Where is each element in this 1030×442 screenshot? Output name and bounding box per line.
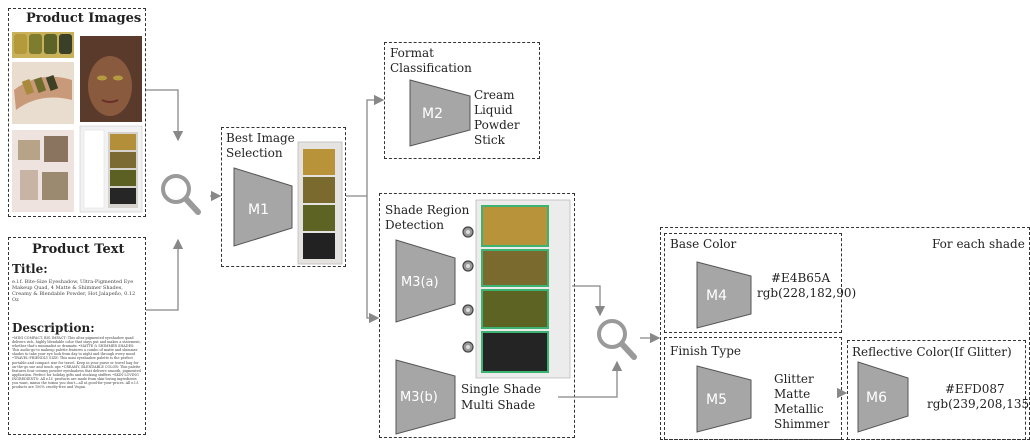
model-m3a-label: M3(a): [401, 275, 439, 290]
magnifier-icon: [597, 319, 637, 360]
description-body: •MINI COMPACT, BIG IMPACT: This ultra-pi…: [12, 336, 141, 390]
shade-marker-icon: [462, 226, 474, 238]
title-label: Title:: [12, 262, 48, 276]
model-m6-label: M6: [866, 390, 887, 406]
model-m6: M6: [857, 361, 909, 433]
finish-class-shimmer: Shimmer: [774, 417, 830, 431]
product-images-title: Product Images: [26, 11, 142, 26]
best-image-box: [221, 127, 346, 267]
shade-class-single: Single Shade: [461, 382, 542, 396]
model-m1-label: M1: [248, 202, 269, 218]
magnifier-icon: [161, 174, 201, 215]
finish-class-metallic: Metallic: [774, 402, 824, 416]
reflective-color-hex: #EFD087: [945, 382, 1005, 396]
model-m2: M2: [409, 79, 471, 147]
model-m5-label: M5: [706, 392, 727, 408]
detection-palette: [475, 199, 571, 379]
format-class-liquid: Liquid: [474, 103, 513, 117]
format-class-cream: Cream: [474, 88, 515, 102]
arrow-palette-to-search: [572, 285, 606, 317]
finish-class-matte: Matte: [774, 387, 811, 401]
model-m4: M4: [696, 261, 752, 329]
reflective-color-title: Reflective Color(If Glitter): [852, 345, 1012, 359]
title-body: e.l.f. Bite-Size Eyeshadow, Ultra-Pigmen…: [12, 279, 136, 303]
shade-marker-icon: [462, 341, 474, 353]
model-m3b-label: M3(b): [400, 390, 438, 405]
best-image-title: Best Image Selection: [226, 131, 295, 160]
base-color-box: [664, 233, 842, 333]
arrow-multishade-to-search: [558, 360, 623, 398]
arrow-images-to-search: [146, 89, 184, 142]
model-m5: M5: [696, 365, 752, 433]
arrow-to-format: [366, 94, 385, 196]
format-title: Format Classification: [390, 46, 472, 75]
shade-class-multi: Multi Shade: [461, 398, 536, 412]
format-class-stick: Stick: [474, 133, 505, 147]
base-color-hex: #E4B65A: [771, 271, 831, 285]
format-class-powder: Powder: [474, 118, 520, 132]
model-m2-label: M2: [422, 106, 443, 122]
model-m3a: M3(a): [395, 239, 456, 323]
for-each-shade-label: For each shade: [932, 237, 1025, 251]
arrow-to-shade-region: [366, 196, 380, 324]
model-m4-label: M4: [706, 288, 727, 304]
base-color-rgb: rgb(228,182,90): [757, 286, 857, 300]
base-color-title: Base Color: [670, 237, 737, 251]
product-text-box: [8, 237, 146, 435]
reflective-color-rgb: rgb(239,208,135): [927, 397, 1030, 411]
product-text-title: Product Text: [32, 242, 125, 257]
format-box: [384, 42, 540, 159]
reflective-color-box: [847, 340, 1026, 440]
best-image-palette: [297, 141, 343, 265]
product-images-box: [8, 8, 146, 217]
arrow-text-to-search: [146, 238, 184, 311]
model-m1: M1: [233, 167, 293, 247]
shade-marker-icon: [462, 304, 474, 316]
product-photo-collage: [10, 30, 144, 215]
finish-type-title: Finish Type: [670, 344, 741, 358]
shade-marker-icon: [462, 260, 474, 272]
description-label: Description:: [12, 321, 95, 335]
shade-region-box: [379, 193, 575, 438]
shade-region-title: Shade Region Detection: [385, 203, 470, 232]
finish-class-glitter: Glitter: [774, 372, 814, 386]
model-m3b: M3(b): [395, 359, 456, 435]
